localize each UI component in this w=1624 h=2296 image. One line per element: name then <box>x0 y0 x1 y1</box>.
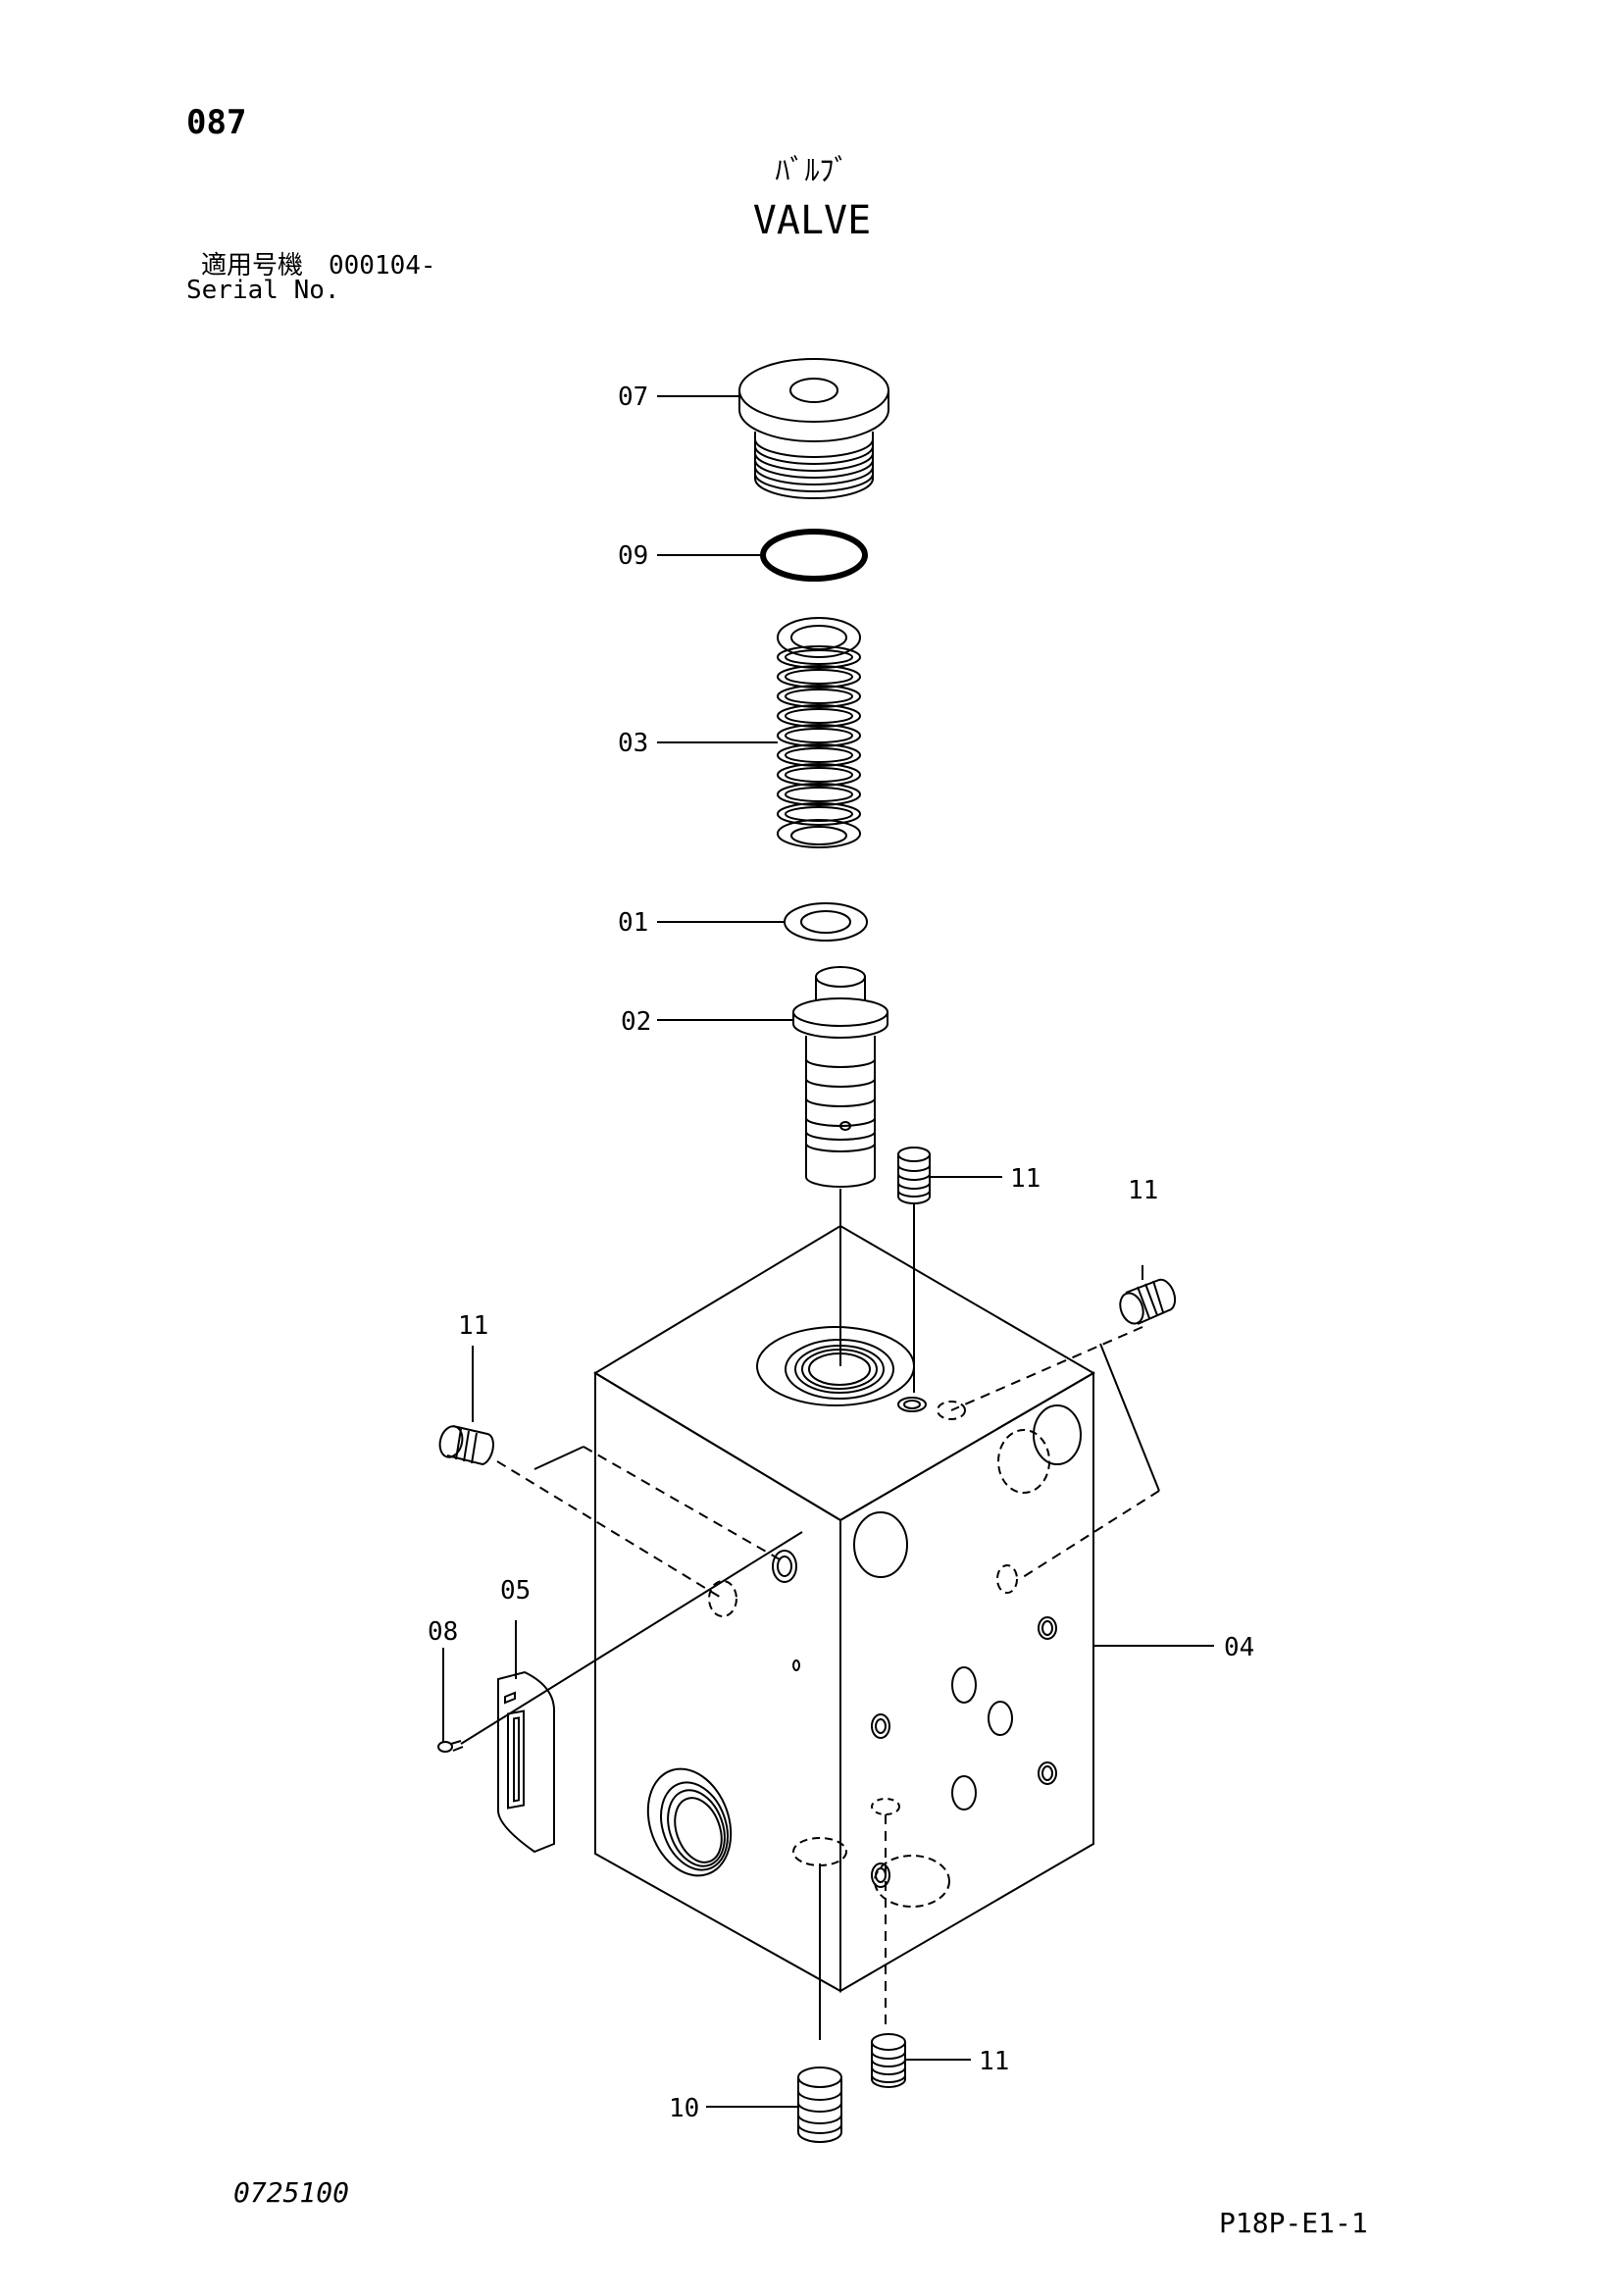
page-code: P18P-E1-1 <box>1219 2207 1368 2239</box>
label-part-03: 03 <box>618 729 648 758</box>
part-gasket-05 <box>497 1670 556 1854</box>
label-part-11-bottom: 11 <box>979 2047 1009 2076</box>
label-part-01: 01 <box>618 908 648 938</box>
part-spool-02 <box>792 966 888 1212</box>
label-part-11-top: 11 <box>1010 1164 1040 1194</box>
label-part-10: 10 <box>669 2094 699 2123</box>
label-part-07: 07 <box>618 383 648 412</box>
part-plug-11-top <box>897 1147 931 1204</box>
label-part-02: 02 <box>621 1007 651 1037</box>
part-plug-07 <box>738 358 889 499</box>
label-part-11-left: 11 <box>458 1311 488 1341</box>
part-washer-01 <box>784 902 868 942</box>
label-part-11-right: 11 <box>1128 1176 1158 1205</box>
part-spring-03 <box>777 617 861 848</box>
part-screw-08 <box>437 1740 464 1753</box>
page-number: 087 <box>186 103 247 142</box>
title-japanese: ﾊﾞﾙﾌﾞ <box>775 154 849 188</box>
label-part-04: 04 <box>1224 1633 1254 1662</box>
serial-label-japanese: 適用号機 000104- <box>201 251 436 281</box>
drawing-code: 0725100 <box>233 2176 350 2209</box>
part-o-ring-09 <box>760 529 868 582</box>
part-plug-11-right <box>1119 1278 1177 1325</box>
part-plug-11-left <box>438 1425 494 1466</box>
label-part-05: 05 <box>500 1576 531 1606</box>
label-part-09: 09 <box>618 541 648 571</box>
page-title: VALVE <box>752 198 872 243</box>
part-plug-11-bottom <box>871 2033 906 2088</box>
label-part-08: 08 <box>428 1617 458 1647</box>
part-plug-10 <box>797 2066 842 2143</box>
part-valve-body-04 <box>593 1224 1095 1993</box>
serial-label: Serial No. <box>186 276 340 305</box>
